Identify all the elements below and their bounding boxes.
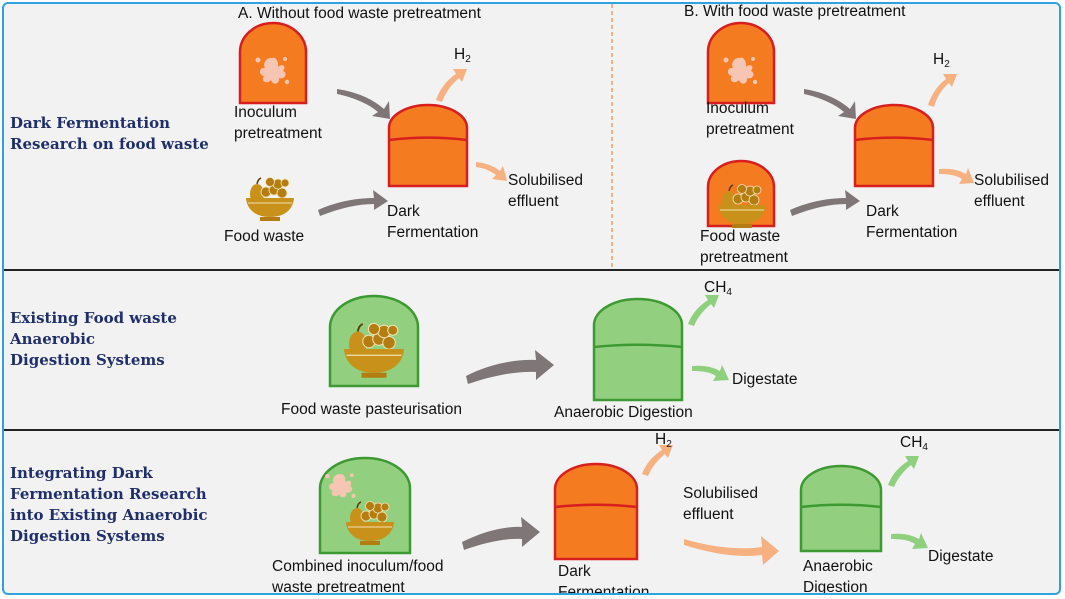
- dark-fermentation-reactor-a: [387, 103, 469, 188]
- section-title-integrating: Integrating Dark Fermentation Research i…: [10, 464, 208, 545]
- digestate-arrow-row3: [891, 533, 928, 549]
- inoculum-label-b: Inoculum pretreatment: [706, 100, 794, 138]
- h2-arrow-a: [436, 69, 467, 102]
- effluent-label-row3: Solubilised effluent: [683, 485, 758, 523]
- h2-arrow-b: [928, 74, 957, 107]
- ch4-arrow-row2: [688, 295, 719, 326]
- h2-label-row3: H2: [655, 431, 672, 450]
- inoculum-pretreatment-icon-b: [706, 21, 776, 105]
- pasteurisation-label: Food waste pasteurisation: [281, 401, 462, 418]
- food-waste-pretreatment-icon-b: [706, 159, 776, 229]
- effluent-label-a: Solubilised effluent: [508, 172, 583, 210]
- panel-a-heading: A. Without food waste pretreatment: [238, 5, 481, 22]
- inoculum-to-reactor-arrow-a: [337, 89, 390, 119]
- pasteurisation-to-ad-arrow: [466, 350, 554, 384]
- combined-pretreatment-icon: [318, 456, 412, 555]
- digestate-label-row2: Digestate: [732, 371, 798, 388]
- ad-label-row2: Anaerobic Digestion: [554, 404, 693, 421]
- food-to-reactor-arrow-b: [790, 190, 860, 216]
- ch4-label-row3: CH4: [900, 434, 928, 453]
- food-waste-label-a: Food waste: [224, 228, 305, 245]
- reactor-label-a: Dark Fermentation: [387, 203, 479, 241]
- food-waste-pasteurisation-icon: [328, 294, 420, 388]
- effluent-label-b: Solubilised effluent: [974, 172, 1049, 210]
- effluent-arrow-b: [939, 168, 974, 184]
- section-title-dark-fermentation: Dark Fermentation Research on food waste: [10, 114, 209, 153]
- dark-fermentation-reactor-row3: [553, 462, 639, 561]
- ch4-label-row2: CH4: [704, 279, 732, 298]
- reactor-label-b: Dark Fermentation: [866, 203, 958, 241]
- combined-pretreatment-label: Combined inoculum/food waste pretreatmen…: [272, 558, 444, 595]
- anaerobic-digestion-reactor-row3: [799, 464, 883, 553]
- df-label-row3: Dark Fermentation: [558, 563, 650, 595]
- effluent-arrow-a: [476, 162, 507, 181]
- anaerobic-digestion-reactor-row2: [592, 297, 684, 402]
- h2-label-a: H2: [454, 46, 471, 65]
- food-to-reactor-arrow-a: [318, 190, 388, 216]
- food-waste-icon-a: [245, 176, 295, 222]
- food-waste-pretreatment-label-b: Food waste pretreatment: [700, 228, 788, 266]
- h2-arrow-row3: [642, 445, 673, 476]
- inoculum-pretreatment-icon-a: [238, 21, 308, 105]
- diagram-canvas: [4, 4, 1059, 565]
- dark-fermentation-reactor-b: [853, 103, 935, 188]
- digestate-label-row3: Digestate: [928, 548, 994, 565]
- ad-label-row3: Anaerobic Digestion: [803, 558, 873, 595]
- inoculum-label-a: Inoculum pretreatment: [234, 104, 322, 142]
- digestate-arrow-row2: [692, 365, 729, 381]
- pretreatment-to-df-arrow: [462, 517, 540, 550]
- inoculum-to-reactor-arrow-b: [804, 89, 856, 119]
- effluent-to-ad-arrow: [684, 536, 779, 565]
- panel-b-heading: B. With food waste pretreatment: [684, 3, 906, 20]
- ch4-arrow-row3: [888, 456, 919, 487]
- h2-label-b: H2: [933, 51, 950, 70]
- section-title-existing-ad: Existing Food waste Anaerobic Digestion …: [10, 309, 177, 369]
